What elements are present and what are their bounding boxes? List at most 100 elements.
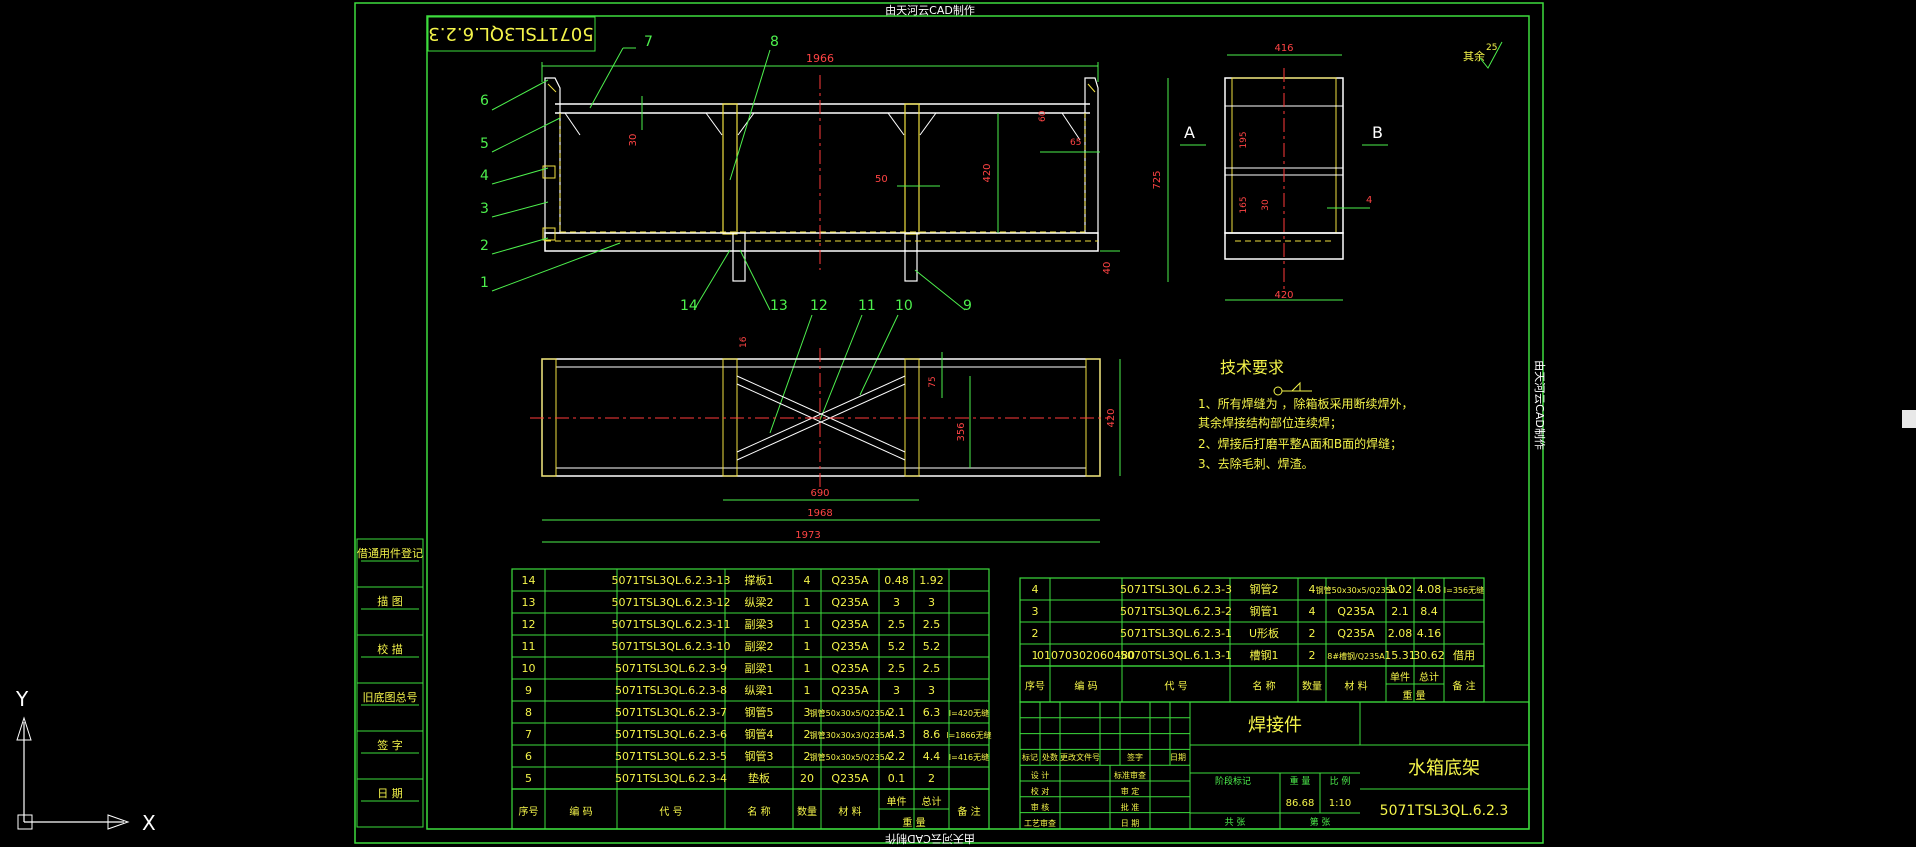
dim-690: 690 — [810, 488, 829, 499]
dim-40: 40 — [1102, 262, 1113, 275]
rev-header: 签字 — [1127, 752, 1143, 762]
bom-cell: 4.3 — [888, 728, 906, 741]
balloon-6: 6 — [480, 93, 489, 109]
bom-cell: 8#槽钢/Q235A — [1327, 651, 1385, 661]
bom-cell: 副梁1 — [745, 661, 774, 675]
bom-cell: 5.2 — [888, 640, 906, 653]
sign-row2-label: 批 准 — [1121, 802, 1140, 812]
view-label-a: A — [1184, 123, 1195, 142]
bom-cell: 撑板1 — [745, 573, 774, 587]
bom-cell: 11 — [522, 640, 536, 653]
title-weight: 86.68 — [1286, 798, 1315, 809]
bom-cell: 2 — [804, 750, 811, 763]
ucs-x: X — [142, 811, 156, 835]
bom-cell: 3 — [893, 684, 900, 697]
ucs-y: Y — [15, 687, 29, 711]
balloon-10: 10 — [895, 298, 913, 314]
bom-cell: 2 — [1309, 627, 1316, 640]
title-sheet: 第 张 — [1310, 816, 1331, 828]
bom-weight-label: 重 量 — [902, 816, 925, 829]
bom-cell: Q235A — [831, 574, 869, 587]
bom-cell: 借用 — [1453, 649, 1475, 662]
sign-row-label: 设 计 — [1031, 770, 1050, 780]
drawing-frame — [426, 15, 1530, 830]
roughness-symbol-icon — [1479, 41, 1503, 69]
dim-30: 30 — [628, 134, 639, 147]
bom-cell: 3 — [893, 596, 900, 609]
bom-cell: Q235A — [831, 640, 869, 653]
bom-header-cell: 材 料 — [1344, 679, 1367, 692]
bom-cell: 3 — [928, 684, 935, 697]
bom-cell: 7 — [525, 728, 532, 741]
tech-title: 技术要求 — [1220, 358, 1284, 377]
bom-cell: 2.1 — [888, 706, 906, 719]
bom-cell: 1 — [1032, 649, 1039, 662]
tech-line-2: 其余焊接结构部位连续焊； — [1198, 415, 1342, 430]
bom-cell: 4.4 — [923, 750, 941, 763]
bom-cell: 14 — [522, 574, 536, 587]
bom-cell: 5071TSL3QL.6.2.3-4 — [615, 772, 727, 785]
balloon-4: 4 — [480, 168, 489, 184]
bom-cell: 槽钢1 — [1250, 649, 1279, 662]
bom-cell: 5071TSL3QL.6.2.3-12 — [611, 596, 730, 609]
bom-cell: 0.48 — [884, 574, 909, 587]
bom-cell: 5071TSL3QL.6.2.3-6 — [615, 728, 727, 741]
bom-header-cell: 备 注 — [957, 805, 980, 818]
bom-cell: 5071TSL3QL.6.2.3-9 — [615, 662, 727, 675]
dim-1973: 1973 — [795, 530, 820, 541]
bom-cell: 20 — [800, 772, 814, 785]
bom-cell: 副梁3 — [745, 617, 774, 631]
bom-cell: 5071TSL3QL.6.2.3-8 — [615, 684, 727, 697]
bom-cell: l=1866无缝 — [946, 730, 991, 740]
dim-725: 725 — [1152, 170, 1163, 189]
bom-cell: 钢管2 — [1250, 582, 1279, 596]
roughness-value: 25 — [1486, 43, 1497, 53]
bom-cell: 10 — [522, 662, 536, 675]
dim-195: 195 — [1239, 131, 1249, 148]
dim-1966: 1966 — [806, 52, 834, 65]
balloon-7: 7 — [644, 34, 653, 50]
bom-cell: 钢管4 — [745, 727, 774, 741]
bom-header-cell: 材 料 — [838, 805, 861, 818]
bom-header-cell: 单件 — [887, 796, 907, 808]
balloon-14: 14 — [680, 298, 698, 314]
rev-header: 更改文件号 — [1060, 752, 1100, 762]
weld-symbol-icon — [1273, 386, 1283, 396]
bom-cell: 1.92 — [919, 574, 944, 587]
bom-cell: 4.16 — [1417, 627, 1442, 640]
bom-cell: Q235A — [831, 662, 869, 675]
bom-cell: Q235A — [831, 684, 869, 697]
bom-cell: 13 — [522, 596, 536, 609]
bom-cell: 5 — [525, 772, 532, 785]
bom-cell: 4 — [1309, 583, 1316, 596]
bom-cell: Q235A — [831, 618, 869, 631]
bom-header-cell: 代 号 — [659, 806, 682, 818]
title-block: 焊接件 水箱底架 5071TSL3QL.6.2.3 阶段标记 重 量 比 例 8… — [1019, 701, 1530, 830]
code-stamp-box — [427, 16, 596, 52]
bom-header-cell: 总计 — [922, 795, 942, 808]
bom-cell: 5071TSL3QL.6.2.3-13 — [611, 574, 730, 587]
bom-cell: 5071TSL3QL.6.2.3-7 — [615, 706, 727, 719]
bom-cell: U形板 — [1249, 626, 1279, 640]
sign-row-label: 工艺审查 — [1024, 818, 1056, 828]
bom-cell: 4 — [1032, 583, 1039, 596]
general-note: 其余 — [1463, 49, 1485, 63]
left-column-label: 校 描 — [377, 642, 403, 656]
front-view: 1966 420 40 30 — [541, 52, 1120, 282]
bom-cell: 钢管3 — [745, 749, 774, 763]
title-scale-label: 比 例 — [1330, 775, 1351, 787]
vertical-scrollbar-thumb[interactable] — [1902, 410, 1916, 428]
tech-line-4: 3、去除毛刺、焊渣。 — [1198, 456, 1314, 471]
bom-cell: 2.5 — [888, 662, 906, 675]
sign-row2-label: 审 定 — [1121, 786, 1140, 796]
watermark-top: 由天河云CAD制作 — [885, 3, 975, 17]
watermark-side: 由天河云CAD制作 — [1533, 360, 1547, 450]
bom-header-cell: 编 码 — [1074, 679, 1097, 692]
bom-cell: 8.4 — [1420, 605, 1438, 618]
view-label-b: B — [1372, 123, 1383, 142]
bom-cell: 2 — [1032, 627, 1039, 640]
watermark-bottom: 由天河云CAD制作 — [885, 832, 975, 846]
